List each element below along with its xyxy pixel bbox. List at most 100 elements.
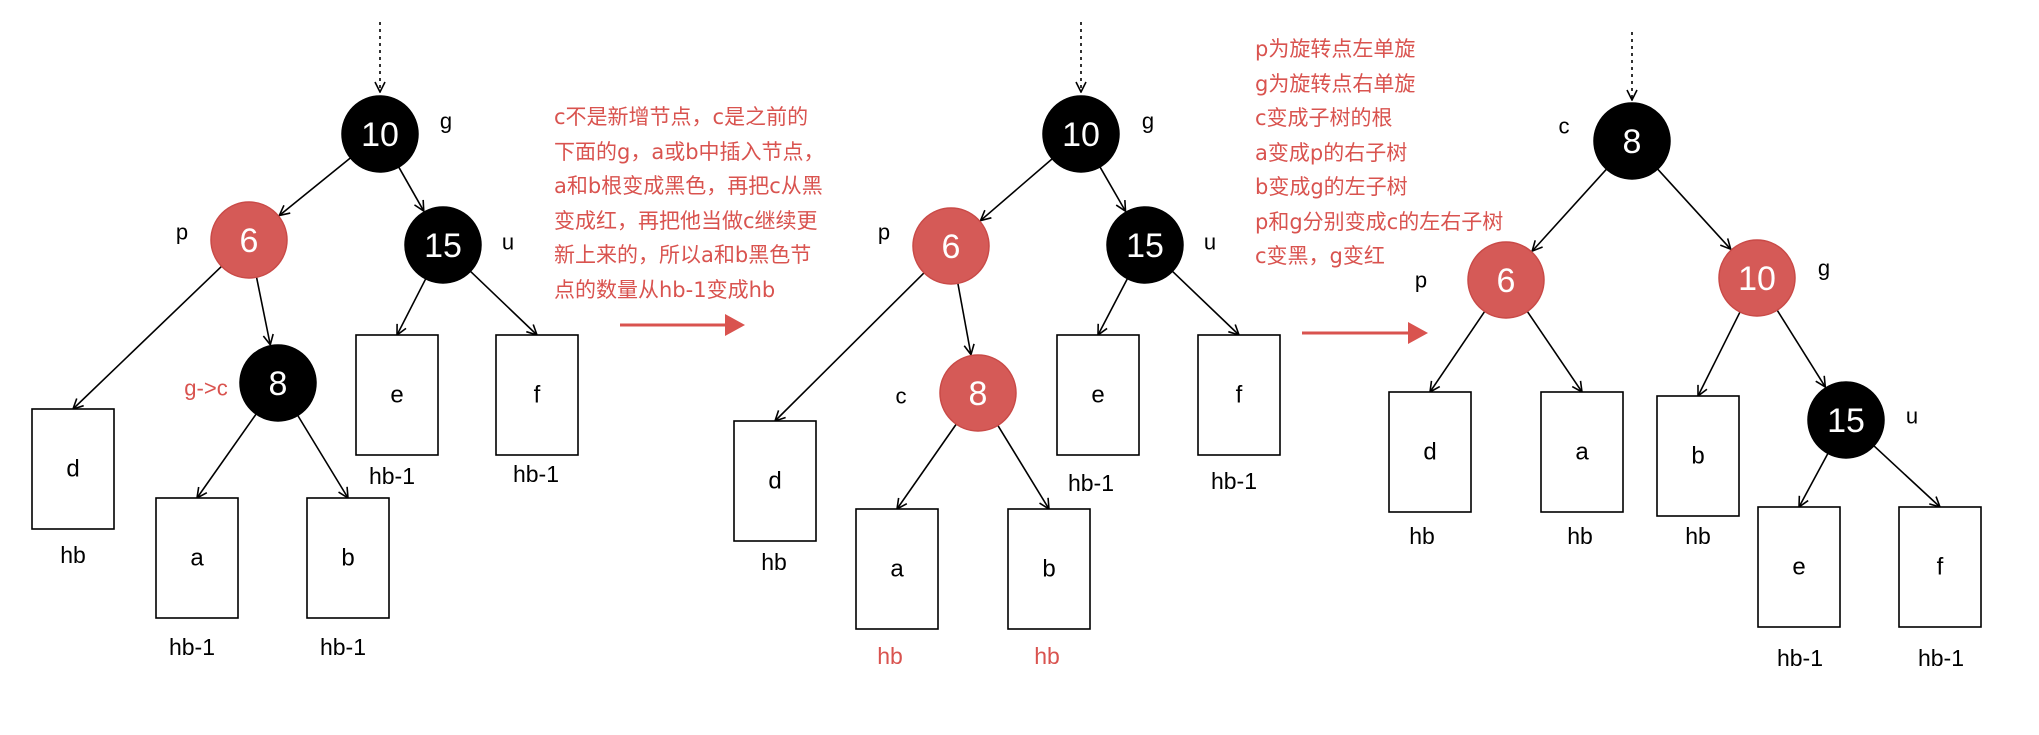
node-value-p: 6 bbox=[1497, 262, 1516, 300]
note-line: c不是新增节点，c是之前的 bbox=[554, 105, 809, 129]
node-tag-c: g->c bbox=[184, 376, 227, 401]
subtree-box-e bbox=[1757, 506, 1841, 628]
note-line: c变成子树的根 bbox=[1255, 106, 1393, 130]
subtree-box-b bbox=[306, 497, 390, 619]
node-p-red bbox=[1467, 241, 1545, 319]
node-value-u: 15 bbox=[1827, 402, 1865, 440]
subtree-label-e: e bbox=[1792, 554, 1805, 581]
edge-u-f bbox=[468, 269, 537, 335]
node-c-black bbox=[239, 344, 317, 422]
node-tag-c: c bbox=[896, 384, 907, 409]
transition-arrow-2-head bbox=[1408, 322, 1428, 344]
black-height-label-e: hb-1 bbox=[1068, 470, 1114, 496]
edge-g-u bbox=[397, 164, 424, 211]
subtree-box-f bbox=[1898, 506, 1982, 628]
node-tag-g: g bbox=[440, 109, 452, 134]
node-tag-p: p bbox=[176, 220, 188, 245]
note-line: b变成g的左子树 bbox=[1255, 175, 1408, 199]
subtree-label-d: d bbox=[1423, 439, 1436, 466]
edge-g-p bbox=[279, 156, 353, 216]
black-height-label-a: hb bbox=[1567, 523, 1593, 549]
note-line: p和g分别变成c的左右子树 bbox=[1255, 209, 1504, 234]
note-line: 新上来的，所以a和b黑色节 bbox=[554, 243, 812, 267]
subtree-box-d bbox=[1388, 391, 1472, 513]
black-height-label-f: hb-1 bbox=[1211, 468, 1257, 494]
edge-u-f bbox=[1170, 269, 1239, 335]
node-value-u: 15 bbox=[1126, 227, 1164, 265]
subtree-box-f bbox=[495, 334, 579, 456]
edge-p-c bbox=[255, 275, 270, 344]
node-value-c: 8 bbox=[269, 365, 288, 403]
subtree-box-d bbox=[733, 420, 817, 542]
edge-c-b bbox=[296, 413, 348, 498]
subtree-label-d: d bbox=[768, 468, 781, 495]
edge-c-b bbox=[996, 423, 1049, 509]
note-line: c变黑，g变红 bbox=[1255, 244, 1385, 268]
edge-p-d bbox=[73, 264, 224, 409]
node-p-red bbox=[210, 201, 288, 279]
edge-c-g bbox=[1655, 167, 1730, 250]
subtree-box-b bbox=[1007, 508, 1091, 630]
note-line: 变成红，再把他当做c继续更 bbox=[554, 208, 818, 233]
note-line: 点的数量从hb-1变成hb bbox=[554, 277, 776, 302]
subtree-label-a: a bbox=[890, 556, 904, 583]
black-height-label-d: hb bbox=[761, 549, 787, 575]
node-tag-u: u bbox=[502, 230, 514, 255]
subtree-label-e: e bbox=[1091, 382, 1104, 409]
black-height-label-f: hb-1 bbox=[513, 461, 559, 487]
transition-arrow-1-head bbox=[725, 314, 745, 336]
node-u-black bbox=[1106, 206, 1184, 284]
subtree-label-f: f bbox=[1236, 382, 1243, 409]
subtree-label-d: d bbox=[66, 456, 79, 483]
edge-u-e bbox=[397, 276, 428, 335]
subtree-box-f bbox=[1197, 334, 1281, 456]
edge-p-d bbox=[775, 270, 927, 421]
subtree-label-a: a bbox=[190, 545, 204, 572]
subtree-box-e bbox=[1056, 334, 1140, 456]
node-c-black bbox=[1593, 102, 1671, 180]
node-value-p: 6 bbox=[942, 228, 961, 266]
black-height-label-a: hb-1 bbox=[169, 634, 215, 660]
node-value-g: 10 bbox=[1062, 116, 1100, 154]
node-value-c: 8 bbox=[1623, 123, 1642, 161]
subtree-label-f: f bbox=[1937, 554, 1944, 581]
subtree-label-b: b bbox=[341, 545, 354, 572]
subtree-label-e: e bbox=[390, 382, 403, 409]
subtree-label-b: b bbox=[1691, 443, 1704, 470]
node-value-c: 8 bbox=[969, 375, 988, 413]
edge-c-p bbox=[1532, 167, 1609, 251]
black-height-label-b: hb bbox=[1034, 643, 1060, 669]
black-height-label-d: hb bbox=[60, 542, 86, 568]
node-tag-p: p bbox=[1415, 268, 1427, 293]
node-g-red bbox=[1718, 239, 1796, 317]
node-p-red bbox=[912, 207, 990, 285]
edge-g-u bbox=[1775, 308, 1825, 387]
black-height-label-d: hb bbox=[1409, 523, 1435, 549]
node-g-black bbox=[1042, 95, 1120, 173]
subtree-label-b: b bbox=[1042, 556, 1055, 583]
subtree-box-e bbox=[355, 334, 439, 456]
note-line: a变成p的右子树 bbox=[1255, 140, 1408, 165]
note-recolor-explanation: c不是新增节点，c是之前的下面的g，a或b中插入节点，a和b根变成黑色，再把c从… bbox=[554, 100, 825, 307]
edge-p-a bbox=[1525, 309, 1582, 392]
node-value-u: 15 bbox=[424, 227, 462, 265]
black-height-label-a: hb bbox=[877, 643, 903, 669]
node-c-red bbox=[939, 354, 1017, 432]
black-height-label-b: hb-1 bbox=[320, 634, 366, 660]
subtree-label-f: f bbox=[534, 382, 541, 409]
black-height-label-e: hb-1 bbox=[369, 463, 415, 489]
edge-u-f bbox=[1871, 443, 1940, 507]
note-line: p为旋转点左单旋 bbox=[1255, 37, 1416, 61]
edge-c-a bbox=[197, 411, 258, 498]
node-tag-g: g bbox=[1818, 256, 1830, 281]
node-tag-p: p bbox=[878, 220, 890, 245]
subtree-box-b bbox=[1656, 395, 1740, 517]
node-value-g: 10 bbox=[1738, 260, 1776, 298]
subtree-box-a bbox=[155, 497, 239, 619]
subtree-box-a bbox=[1540, 391, 1624, 513]
edge-u-e bbox=[1098, 276, 1130, 335]
note-line: 下面的g，a或b中插入节点， bbox=[554, 139, 825, 164]
edge-u-e bbox=[1799, 451, 1830, 507]
